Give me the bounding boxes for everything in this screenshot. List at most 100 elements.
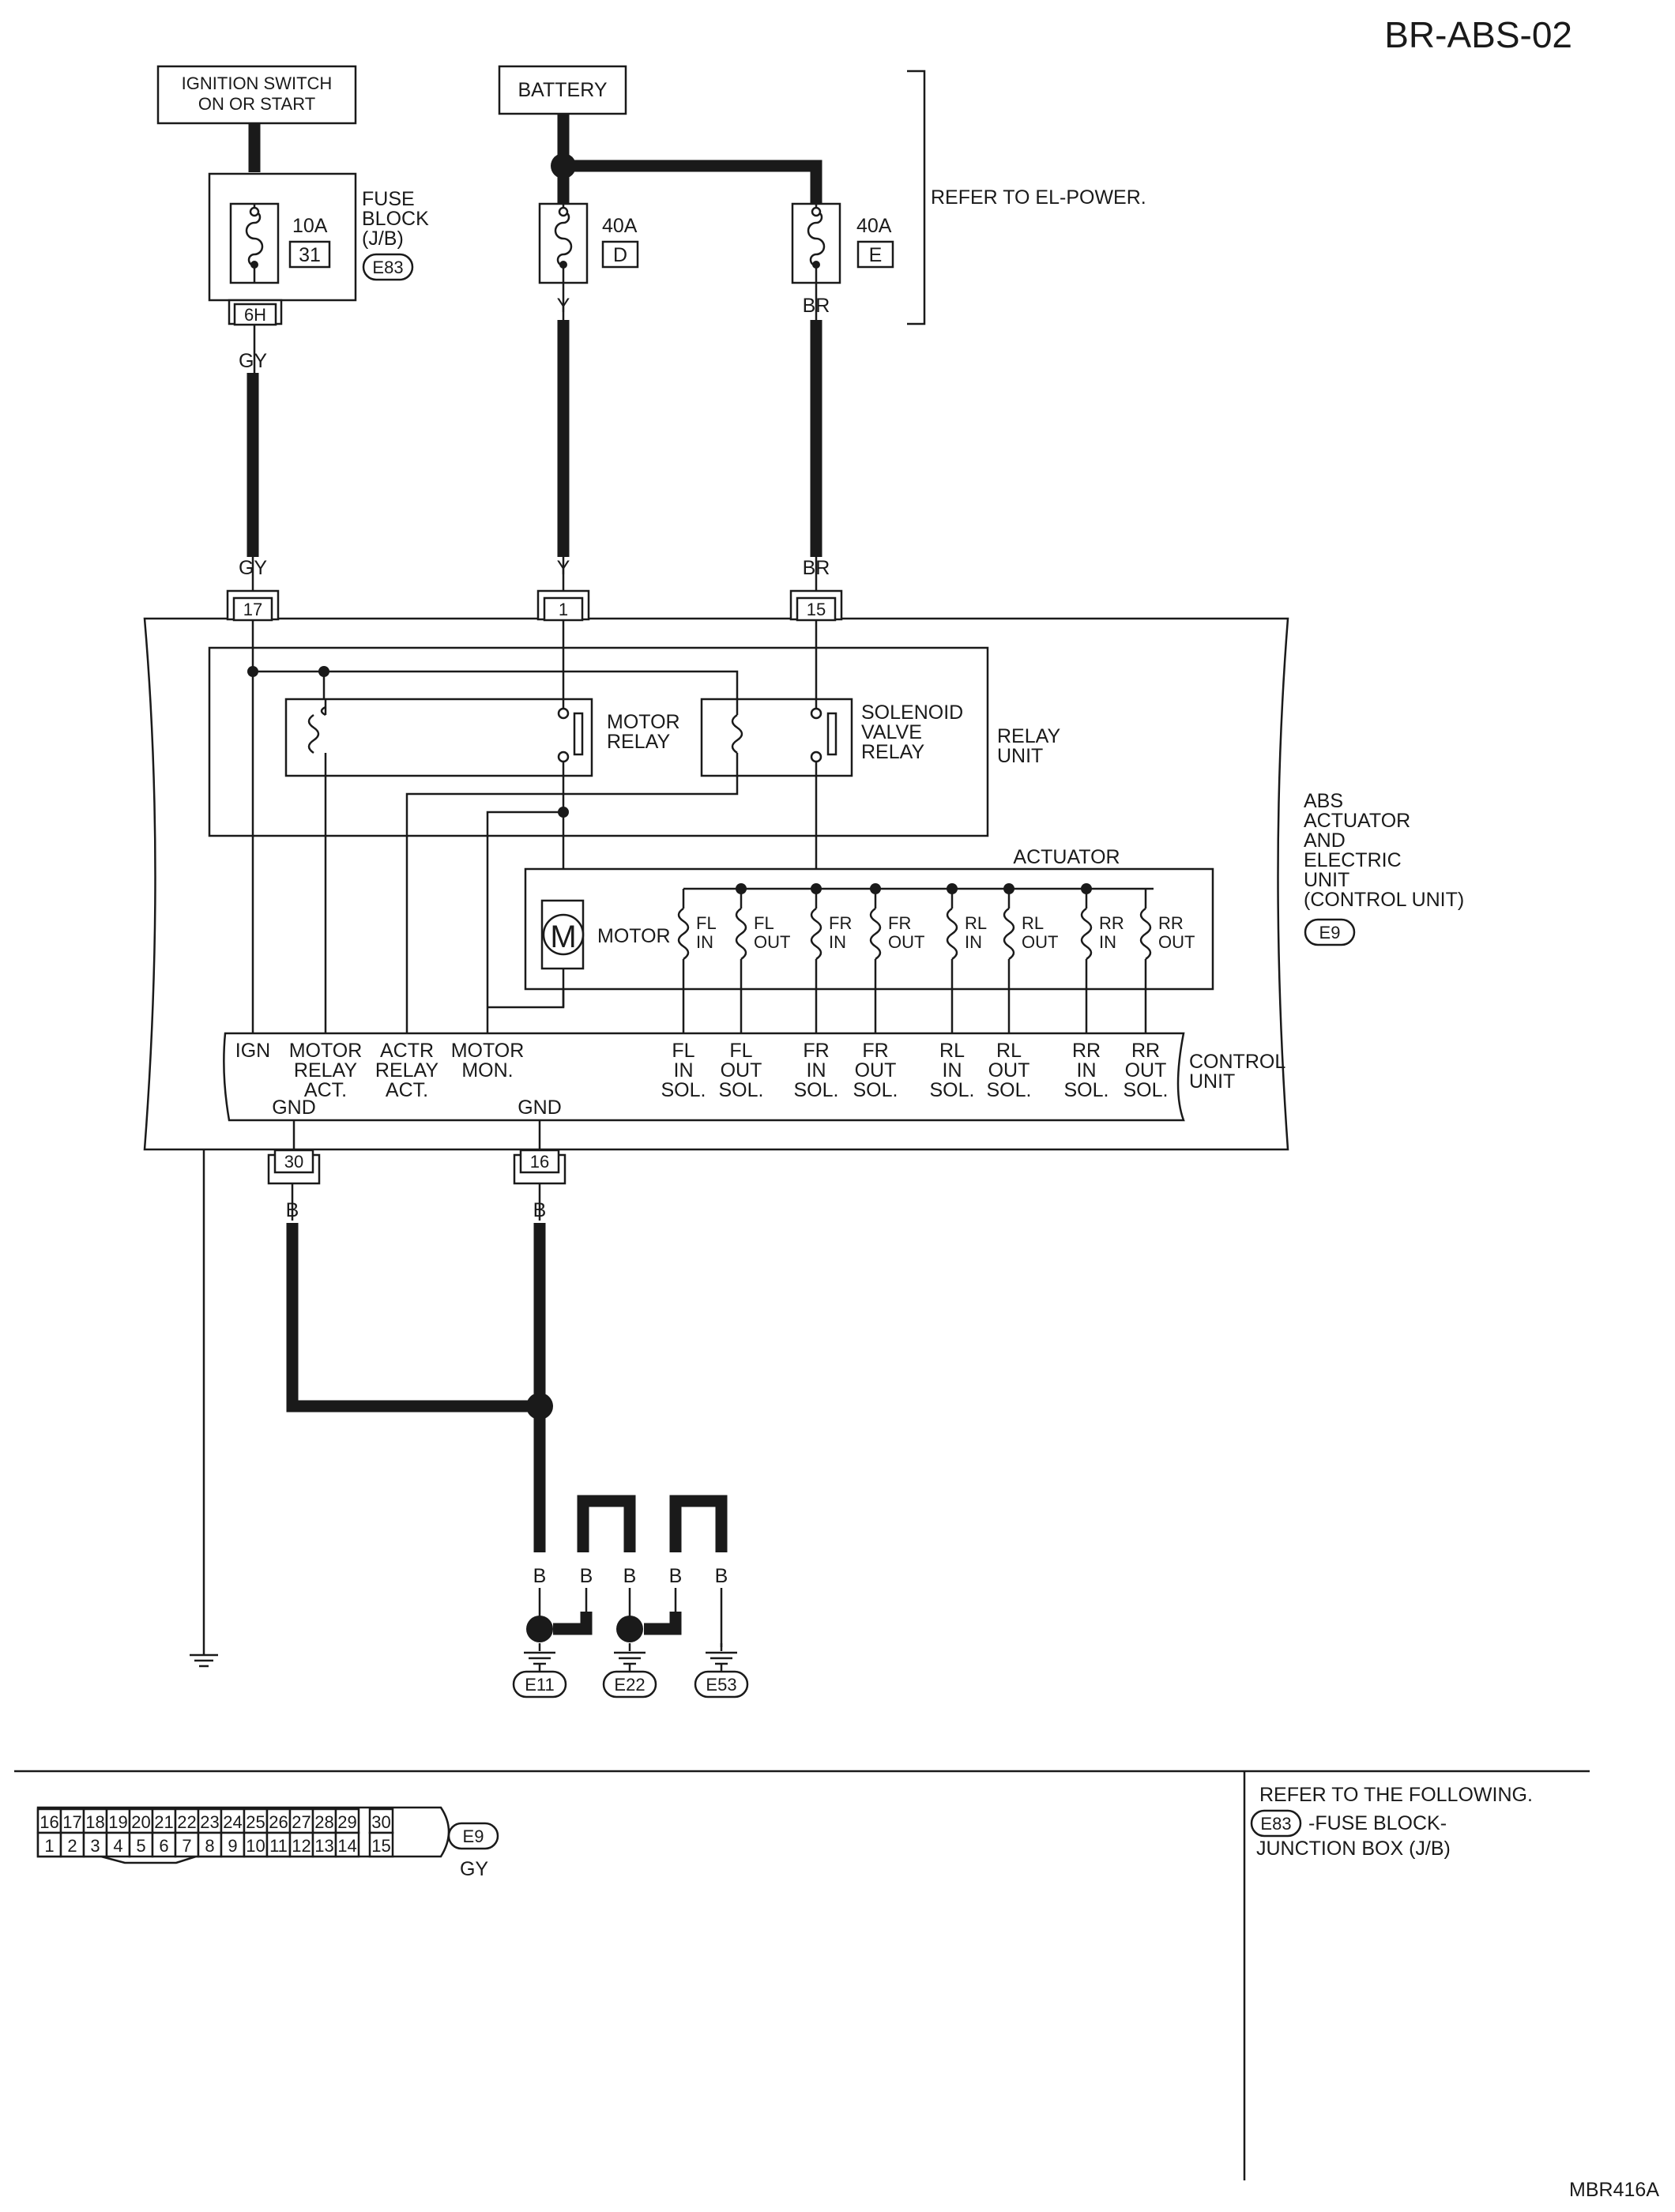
- refer-el-power-text: REFER TO EL-POWER.: [931, 186, 1146, 209]
- terminal-1: 1: [536, 589, 590, 622]
- solenoid-relay-label-3: RELAY: [861, 741, 924, 763]
- solenoid-relay-coil-icon: [731, 713, 743, 754]
- svg-text:(CONTROL UNIT): (CONTROL UNIT): [1304, 889, 1464, 911]
- ground-connector-label: E22: [614, 1675, 645, 1695]
- link-e-rating: 40A: [856, 215, 892, 237]
- control-unit-label-1: CONTROL: [1189, 1051, 1285, 1073]
- connector-pin: 8: [205, 1836, 214, 1856]
- relay-unit-label-1: RELAY: [997, 725, 1060, 747]
- solenoid-relay-label-1: SOLENOID: [861, 702, 963, 724]
- solenoid-coil-icon: [869, 907, 882, 961]
- motor-relay-box: [284, 698, 593, 777]
- cu-solenoid-label: IN: [807, 1059, 826, 1082]
- connector-pin: 13: [314, 1836, 333, 1856]
- connector-pin: 2: [67, 1836, 77, 1856]
- connector-pin: 3: [90, 1836, 100, 1856]
- solenoid-label-pos: RR: [1099, 913, 1124, 933]
- svg-text:ACTUATOR: ACTUATOR: [1304, 810, 1410, 832]
- cu-solenoid-label: SOL.: [1124, 1079, 1169, 1101]
- cu-solenoid-label: RL: [996, 1040, 1022, 1062]
- abs-unit-body: [143, 617, 1289, 1151]
- connector-pin: 30: [371, 1812, 390, 1832]
- wire-color-b-g1: B: [533, 1565, 547, 1587]
- connector-pin: 21: [154, 1812, 173, 1832]
- refer-following-connector: E83: [1260, 1814, 1291, 1834]
- solenoid-relay-contact-bottom: [810, 750, 822, 763]
- connector-pin: 20: [131, 1812, 150, 1832]
- refer-el-power-bracket: [907, 70, 926, 325]
- motor-symbol: M: [550, 920, 576, 954]
- fuse-terminal: 6H: [244, 305, 266, 325]
- solenoid-coil-icon: [677, 907, 690, 961]
- diagram-id: BR-ABS-02: [1384, 14, 1572, 55]
- fusible-link-e: 40A E: [791, 202, 894, 284]
- cu-solenoid-label: SOL.: [719, 1079, 764, 1101]
- svg-text:AND: AND: [1304, 830, 1346, 852]
- solenoid-coil-icon: [735, 907, 747, 961]
- solenoid-label-pos: RL: [1022, 913, 1044, 933]
- cu-solenoid-label: SOL.: [930, 1079, 975, 1101]
- cu-signal-label: ACTR: [380, 1040, 434, 1062]
- solenoid-label-dir: IN: [965, 932, 982, 952]
- terminal-16: 16: [513, 1149, 566, 1185]
- motor-label: MOTOR: [597, 925, 671, 947]
- control-unit-box: [223, 1032, 1185, 1122]
- refer-following-line-2: JUNCTION BOX (J/B): [1256, 1838, 1451, 1860]
- cu-signal-label: MOTOR: [289, 1040, 363, 1062]
- battery-box: BATTERY: [498, 65, 627, 115]
- cu-solenoid-label: FR: [803, 1040, 829, 1062]
- cu-solenoid-label: OUT: [988, 1059, 1030, 1082]
- svg-text:1: 1: [559, 600, 568, 619]
- relay-unit-label-2: UNIT: [997, 745, 1043, 767]
- solenoid-label-pos: RL: [965, 913, 987, 933]
- ignition-label-line1: IGNITION SWITCH: [182, 73, 333, 93]
- terminal-30: 30: [267, 1149, 321, 1185]
- link-e-id: E: [869, 244, 883, 266]
- solenoid-label-dir: OUT: [754, 932, 790, 952]
- wire-color-b-g4: B: [669, 1565, 683, 1587]
- solenoid-label-pos: RR: [1158, 913, 1184, 933]
- connector-pin: 12: [292, 1836, 311, 1856]
- fuse-block-label-2: BLOCK: [362, 208, 429, 230]
- cu-solenoid-label: SOL.: [794, 1079, 839, 1101]
- fuse-block-connector: E83: [372, 258, 403, 277]
- solenoid-label-dir: IN: [696, 932, 713, 952]
- connector-pin: 6: [159, 1836, 168, 1856]
- connector-face-color: GY: [460, 1858, 488, 1880]
- ground-wire-30: [286, 1223, 540, 1413]
- solenoid-relay-contact-top: [810, 707, 822, 720]
- ground-jumper-2: [669, 1495, 728, 1552]
- wire-color-b-g5: B: [715, 1565, 728, 1587]
- motor-mon-line: [486, 811, 563, 1033]
- cu-solenoid-label: SOL.: [661, 1079, 706, 1101]
- connector-pin: 29: [337, 1812, 356, 1832]
- connector-pin: 19: [108, 1812, 127, 1832]
- solenoid-coil-icon: [1080, 907, 1093, 961]
- abs-connector-badge: E9: [1319, 923, 1341, 942]
- cu-solenoid-label: RR: [1131, 1040, 1160, 1062]
- connector-pin: 7: [182, 1836, 191, 1856]
- cu-solenoid-label: IN: [943, 1059, 962, 1082]
- solenoid-label-pos: FL: [696, 913, 717, 933]
- fusible-link-d: 40A D: [538, 202, 639, 284]
- svg-text:30: 30: [284, 1152, 303, 1172]
- connector-pin: 27: [292, 1812, 311, 1832]
- fuse-block: 10A 31 FUSE BLOCK (J/B) E83 6H: [208, 172, 429, 326]
- connector-face-id: E9: [463, 1826, 484, 1846]
- cu-solenoid-label: SOL.: [987, 1079, 1032, 1101]
- svg-text:17: 17: [243, 600, 262, 619]
- cu-signal-label: ACT.: [386, 1079, 428, 1101]
- solenoid-label-dir: OUT: [1158, 932, 1195, 952]
- cu-solenoid-label: OUT: [721, 1059, 762, 1082]
- cu-solenoid-label: RR: [1072, 1040, 1101, 1062]
- ground-connector-label: E11: [525, 1675, 555, 1695]
- connector-pin: 5: [136, 1836, 145, 1856]
